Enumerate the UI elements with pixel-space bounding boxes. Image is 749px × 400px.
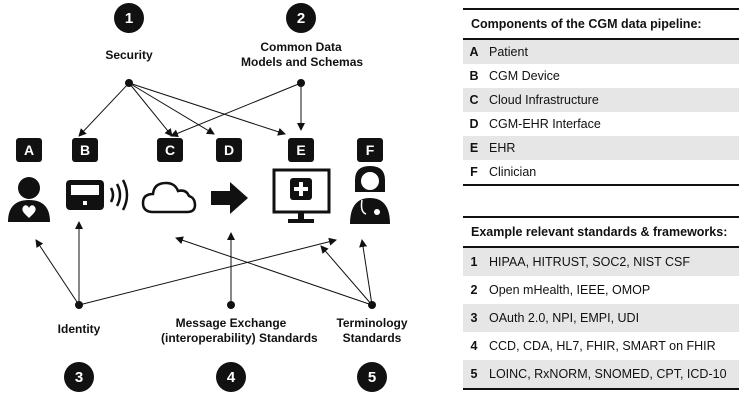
row-key: 3 bbox=[470, 311, 478, 325]
row-value: HIPAA, HITRUST, SOC2, NIST CSF bbox=[489, 255, 690, 269]
patient-icon bbox=[8, 177, 50, 222]
terminology-label-line1: Terminology bbox=[336, 316, 408, 330]
row-value: CGM Device bbox=[489, 69, 560, 83]
row-key: A bbox=[469, 45, 479, 59]
common-data-connectors bbox=[170, 82, 305, 138]
row-value: EHR bbox=[489, 141, 516, 155]
cgm-device-icon bbox=[66, 179, 129, 211]
row-key: 1 bbox=[470, 255, 478, 269]
row-value: CCD, CDA, HL7, FHIR, SMART on FHIR bbox=[489, 339, 716, 353]
row-key: D bbox=[469, 117, 479, 131]
number-badge-3: 3 bbox=[64, 362, 94, 392]
table-row: F Clinician bbox=[463, 160, 739, 184]
security-connectors bbox=[78, 82, 286, 137]
standards-table-body: 1 HIPAA, HITRUST, SOC2, NIST CSF 2 Open mH… bbox=[463, 248, 739, 388]
arrow-right-icon bbox=[211, 182, 248, 214]
common-data-label-line1: Common Data bbox=[260, 40, 342, 54]
standards-table: Example relevant standards & frameworks:… bbox=[463, 216, 739, 390]
number-badge-4: 4 bbox=[216, 362, 246, 392]
letter-badge-f: F bbox=[357, 138, 383, 162]
table-row: C Cloud Infrastructure bbox=[463, 88, 739, 112]
letter-badge-e: E bbox=[288, 138, 314, 162]
row-value: OAuth 2.0, NPI, EMPI, UDI bbox=[489, 311, 640, 325]
ehr-monitor-icon bbox=[272, 168, 331, 223]
table-row: B CGM Device bbox=[463, 64, 739, 88]
row-key: 2 bbox=[470, 283, 478, 297]
components-table-title: Components of the CGM data pipeline: bbox=[463, 10, 739, 40]
letter-badge-b: B bbox=[72, 138, 98, 162]
message-exchange-hub-dot bbox=[227, 301, 235, 309]
components-table: Components of the CGM data pipeline: A Pa… bbox=[463, 8, 739, 186]
row-value: Patient bbox=[489, 45, 528, 59]
letter-badge-a: A bbox=[16, 138, 42, 162]
common-data-label: Common Data Models and Schemas bbox=[241, 40, 364, 70]
table-row: 2 Open mHealth, IEEE, OMOP bbox=[463, 276, 739, 304]
letter-badge-c: C bbox=[157, 138, 183, 162]
identity-connectors bbox=[35, 221, 337, 306]
row-value: Open mHealth, IEEE, OMOP bbox=[489, 283, 651, 297]
common-data-hub-dot bbox=[297, 79, 305, 87]
number-badge-2: 2 bbox=[286, 3, 316, 33]
number-badge-1: 1 bbox=[114, 3, 144, 33]
security-label: Security bbox=[105, 48, 153, 62]
identity-label: Identity bbox=[57, 322, 101, 336]
cloud-icon bbox=[141, 181, 197, 214]
terminology-label-line2: Standards bbox=[342, 331, 402, 345]
number-badge-5: 5 bbox=[357, 362, 387, 392]
message-exchange-label-line2: (interoperability) Standards bbox=[161, 331, 318, 345]
row-value: LOINC, RxNORM, SNOMED, CPT, ICD-10 bbox=[489, 367, 727, 381]
table-row: E EHR bbox=[463, 136, 739, 160]
standards-table-title: Example relevant standards & frameworks: bbox=[463, 218, 739, 248]
letter-badge-d: D bbox=[216, 138, 242, 162]
terminology-connectors bbox=[175, 236, 373, 306]
identity-hub-dot bbox=[75, 301, 83, 309]
row-key: E bbox=[469, 141, 479, 155]
row-value: CGM-EHR Interface bbox=[489, 117, 601, 131]
terminology-hub-dot bbox=[368, 301, 376, 309]
components-table-body: A Patient B CGM Device C Cloud Infrastructu… bbox=[463, 40, 739, 184]
row-key: F bbox=[470, 165, 478, 179]
table-row: 4 CCD, CDA, HL7, FHIR, SMART on FHIR bbox=[463, 332, 739, 360]
table-row: 5 LOINC, RxNORM, SNOMED, CPT, ICD-10 bbox=[463, 360, 739, 388]
table-row: A Patient bbox=[463, 40, 739, 64]
table-row: 3 OAuth 2.0, NPI, EMPI, UDI bbox=[463, 304, 739, 332]
common-data-label-line2: Models and Schemas bbox=[241, 55, 364, 69]
table-row: D CGM-EHR Interface bbox=[463, 112, 739, 136]
message-exchange-label: Message Exchange (interoperability) Stan… bbox=[161, 316, 318, 346]
row-key: 4 bbox=[470, 339, 478, 353]
row-key: 5 bbox=[470, 367, 478, 381]
clinician-icon bbox=[350, 166, 390, 224]
row-value: Cloud Infrastructure bbox=[489, 93, 599, 107]
row-value: Clinician bbox=[489, 165, 537, 179]
row-key: B bbox=[469, 69, 479, 83]
message-exchange-label-line1: Message Exchange bbox=[175, 316, 287, 330]
terminology-label: Terminology Standards bbox=[327, 316, 417, 346]
row-key: C bbox=[469, 93, 479, 107]
security-hub-dot bbox=[125, 79, 133, 87]
table-row: 1 HIPAA, HITRUST, SOC2, NIST CSF bbox=[463, 248, 739, 276]
